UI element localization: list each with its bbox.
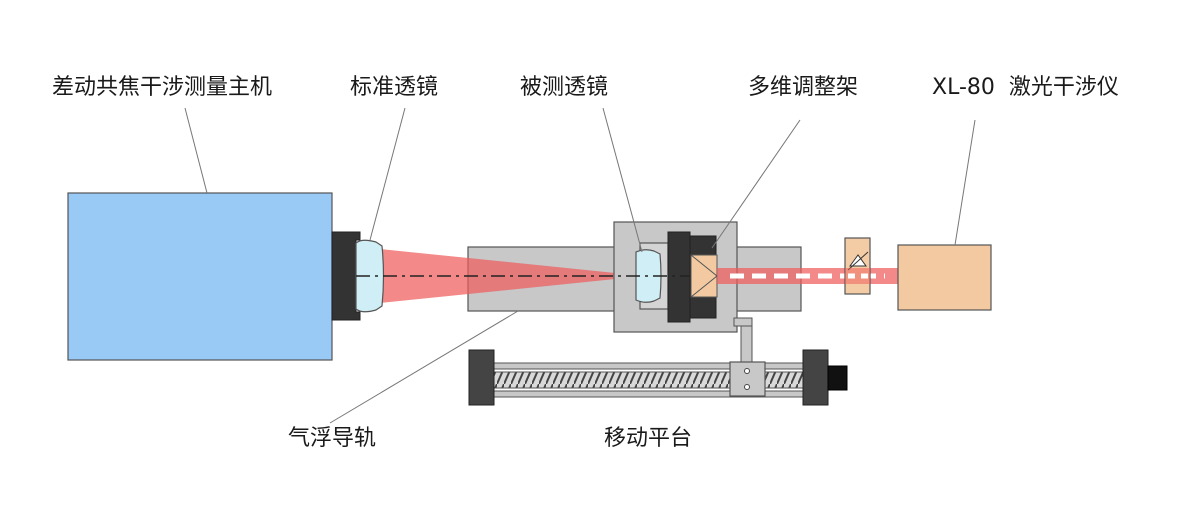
laser-interferometer-body (897, 244, 992, 311)
stage-end-left (468, 349, 495, 406)
holder-dark-block (667, 231, 691, 323)
label-multi-axis-mount: 多维调整架 (748, 75, 858, 100)
leader-host (184, 107, 208, 194)
label-host-machine: 差动共焦干涉测量主机 (52, 75, 272, 100)
label-standard-lens: 标准透镜 (350, 75, 438, 100)
beam-splitter-laser-pass (845, 268, 870, 284)
leader-laser (954, 119, 976, 246)
host-machine-body (67, 192, 333, 361)
label-tested-lens: 被测透镜 (520, 75, 608, 100)
host-lens-mount (331, 231, 361, 321)
leader-std-lens (369, 107, 406, 241)
leader-rail (329, 310, 519, 424)
converging-beam (370, 248, 645, 304)
mount-reflector (690, 254, 718, 298)
tested-lens (635, 249, 662, 303)
label-laser-interferometer: XL-80 激光干涉仪 (932, 75, 1119, 100)
leader-test-lens (602, 107, 643, 253)
carriage-screw-top (744, 368, 750, 374)
stage-motor (827, 365, 848, 391)
stage-end-right (802, 349, 829, 406)
carriage-screw-bottom (744, 384, 750, 390)
leader-mount (711, 119, 801, 249)
label-air-bearing-rail: 气浮导轨 (288, 426, 376, 451)
label-moving-stage: 移动平台 (604, 426, 692, 451)
beam-splitter-diagonal (847, 251, 869, 271)
stage-connector-arm (733, 317, 753, 327)
stage-carriage (729, 361, 766, 397)
